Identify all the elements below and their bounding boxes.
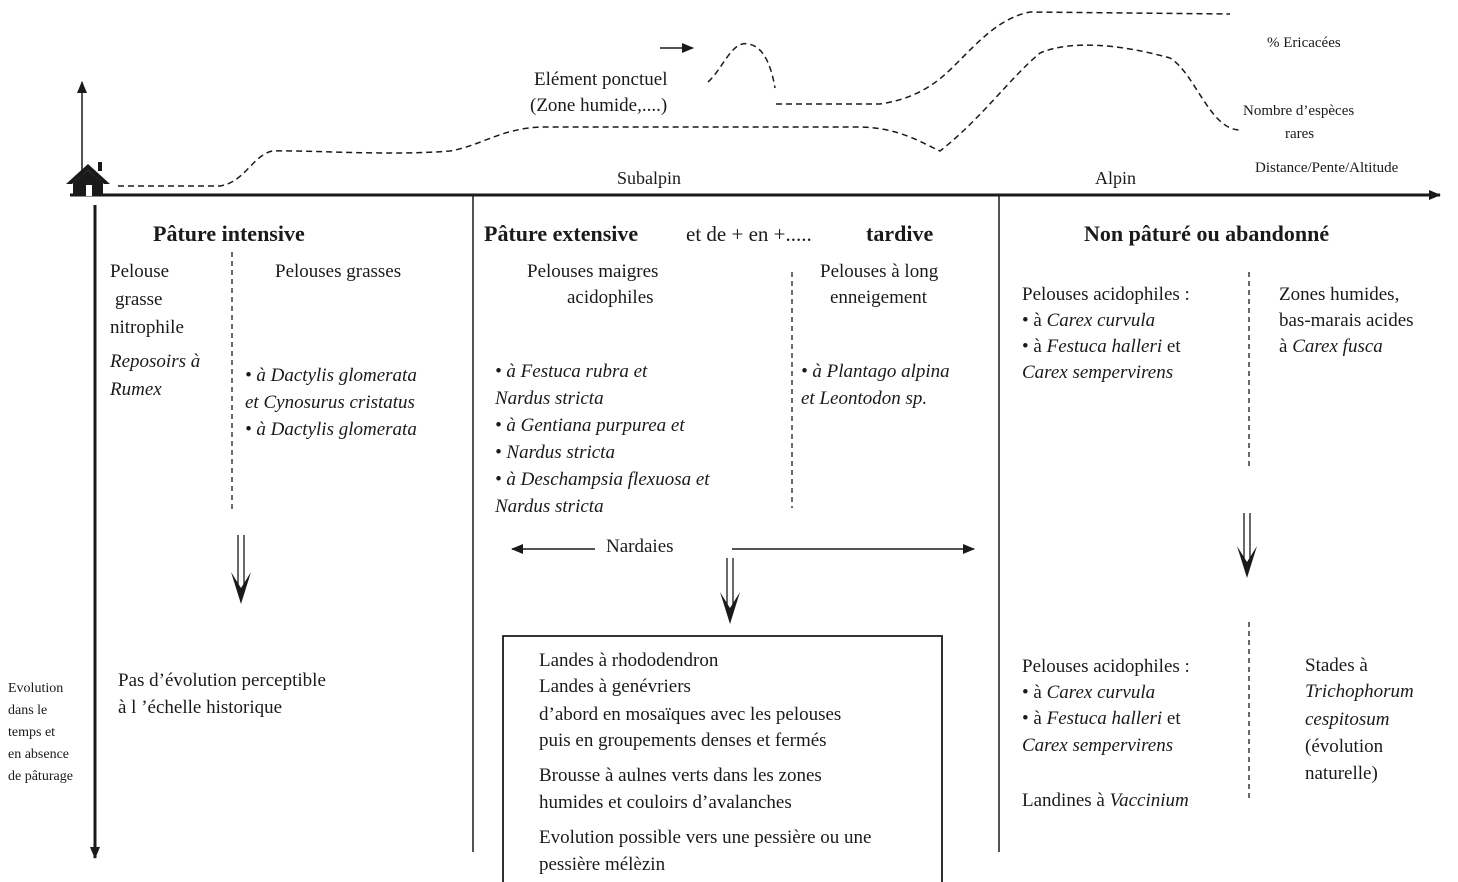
time-axis-label-4: en absence [8, 747, 70, 762]
box-line-3: d’abord en mosaïques avec les pelouses [539, 704, 842, 725]
col3-top-right-line3: à Carex fusca [1279, 336, 1383, 357]
label-element-ponctuel: Elément ponctuel [534, 69, 668, 90]
col1-left-line5: Rumex [110, 379, 162, 400]
down-arrow-col3 [1237, 513, 1257, 578]
col2-left-item-3: • à Gentiana purpurea et [495, 415, 685, 436]
col2-right-line2: et Leontodon sp. [801, 388, 928, 409]
box-line-6: humides et couloirs d’avalanches [539, 792, 792, 813]
col2-title-c: tardive [866, 221, 934, 246]
col3-bottom-right-line5: naturelle) [1305, 763, 1378, 784]
col2-left-item-5: • à Deschampsia flexuosa et [495, 469, 710, 490]
col1-title: Pâture intensive [153, 221, 305, 246]
label-subalpin: Subalpin [617, 168, 682, 188]
box-line-1: Landes à rhododendron [539, 650, 719, 671]
col3-top-right-line1: Zones humides, [1279, 284, 1400, 305]
label-ericacees: % Ericacées [1267, 35, 1341, 51]
col1-result-line2: à l ’échelle historique [118, 697, 283, 718]
col2-title-b: et de + en +..... [686, 222, 812, 246]
box-line-2: Landes à genévriers [539, 676, 691, 697]
col3-bottom-left-line2: • à Festuca halleri et [1022, 708, 1181, 729]
col2-left-item-6: Nardus stricta [495, 496, 604, 517]
time-axis-label-1: Evolution [8, 681, 64, 696]
col1-left-line3: nitrophile [110, 317, 184, 338]
col3-bottom-right-line4: (évolution [1305, 736, 1384, 757]
col1-left-line4: Reposoirs à [110, 351, 201, 372]
label-rare-species: Nombre d’espèces [1243, 103, 1355, 119]
col1-left-line1: Pelouse [110, 261, 170, 282]
col3-bottom-left-title: Pelouses acidophiles : [1022, 656, 1190, 677]
curve-rare-species [118, 44, 1241, 187]
col3-bottom-left-line3: Carex sempervirens [1022, 735, 1174, 756]
col2-left-title-2: acidophiles [567, 287, 654, 308]
col3-bottom-right-line1: Stades à [1305, 655, 1368, 676]
time-axis-label-3: temps et [8, 725, 56, 740]
label-zone-humide: (Zone humide,....) [530, 95, 668, 116]
col1-result-line1: Pas d’évolution perceptible [118, 670, 326, 691]
col2-right-line1: • à Plantago alpina [801, 361, 950, 382]
col3-top-left-line1: • à Carex curvula [1022, 310, 1156, 331]
box-line-5: Brousse à aulnes verts dans les zones [539, 765, 822, 786]
evolution-box [502, 635, 943, 882]
col3-top-right-line2: bas-marais acides [1279, 310, 1414, 331]
col2-title-a: Pâture extensive [484, 221, 639, 246]
col3-bottom-left-line1: • à Carex curvula [1022, 682, 1156, 703]
col2-left-item-4: • Nardus stricta [495, 442, 615, 463]
col3-bottom-left-line4: Landines à Vaccinium [1022, 790, 1189, 811]
col2-left-title-1: Pelouses maigres [527, 261, 659, 282]
col3-top-left-title: Pelouses acidophiles : [1022, 284, 1190, 305]
curve-ericacees [776, 11, 1231, 105]
label-nardaies: Nardaies [606, 536, 674, 557]
col1-left-line2: grasse [115, 289, 163, 310]
down-arrow-col1 [231, 535, 251, 604]
box-line-7: Evolution possible vers une pessière ou … [539, 827, 872, 848]
col3-bottom-right-line3: cespitosum [1305, 709, 1390, 730]
box-line-4: puis en groupements denses et fermés [539, 730, 827, 751]
col3-top-left-line3: Carex sempervirens [1022, 362, 1174, 383]
col1-right-line2: et Cynosurus cristatus [245, 392, 415, 413]
time-axis-label-2: dans le [8, 703, 48, 718]
col3-title: Non pâturé ou abandonné [1084, 221, 1330, 246]
house-icon [66, 162, 110, 196]
col2-right-title-1: Pelouses à long [820, 261, 939, 282]
col3-top-left-line2: • à Festuca halleri et [1022, 336, 1181, 357]
col2-left-item-2: Nardus stricta [495, 388, 604, 409]
col3-bottom-right-line2: Trichophorum [1305, 681, 1414, 702]
col2-left-item-1: • à Festuca rubra et [495, 361, 648, 382]
down-arrow-col2 [720, 558, 740, 624]
time-axis-label-5: de pâturage [8, 769, 73, 784]
label-alpin: Alpin [1095, 168, 1137, 188]
col1-right-title: Pelouses grasses [275, 261, 402, 282]
axis-label-distance: Distance/Pente/Altitude [1255, 160, 1399, 176]
col1-right-line3: • à Dactylis glomerata [245, 419, 417, 440]
col1-right-line1: • à Dactylis glomerata [245, 365, 417, 386]
label-rare-species-line2: rares [1285, 126, 1315, 142]
box-line-8: pessière mélèzin [539, 854, 666, 875]
curve-element-ponctuel [707, 43, 776, 89]
col2-right-title-2: enneigement [830, 287, 928, 308]
